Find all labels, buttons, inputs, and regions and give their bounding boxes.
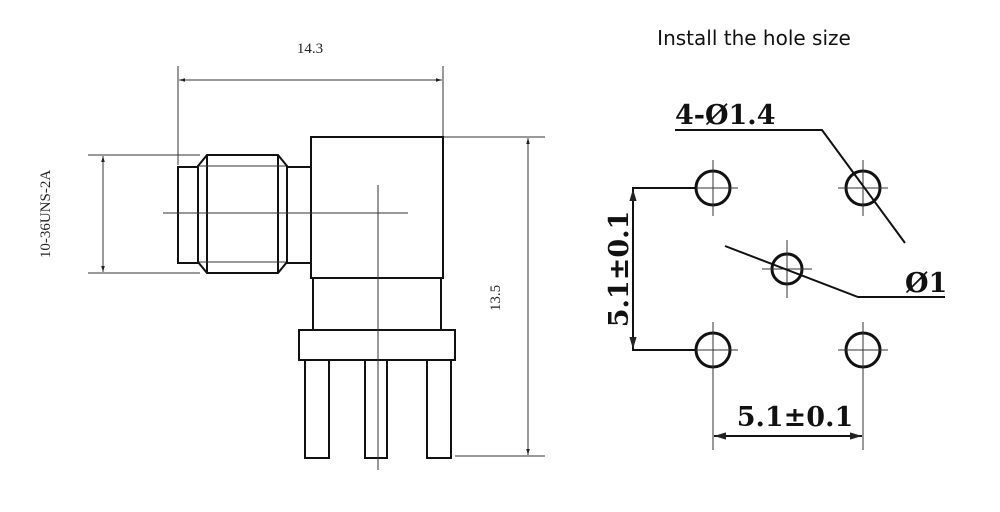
center-hole-label: Ø1 <box>905 268 947 299</box>
pin-hole <box>688 322 738 450</box>
vertical-spacing-label: 5.1±0.1 <box>604 211 635 328</box>
pin-left <box>304 359 330 459</box>
pin-hole-label: 4-Ø1.4 <box>675 100 776 131</box>
pin-right <box>426 359 452 459</box>
connector-side-view: 14.3 10-36UNS-2A 13.5 <box>38 41 545 470</box>
pin-hole <box>838 160 888 216</box>
pin-hole-leader <box>675 129 906 244</box>
horizontal-spacing-label: 5.1±0.1 <box>737 402 854 433</box>
nut-shoulder <box>286 166 312 264</box>
coupling-nut <box>197 154 288 274</box>
connector-neck <box>312 277 442 331</box>
width-dimension-label: 14.3 <box>297 41 323 57</box>
center-hole-leader <box>724 245 945 298</box>
mounting-flange <box>298 329 456 361</box>
hole-layout: 4-Ø1.4 Ø1 5.1±0.1 5.1±0.1 <box>604 100 947 450</box>
pin-center <box>364 359 388 459</box>
connector-body <box>310 136 444 279</box>
hole-layout-title: Install the hole size <box>657 26 851 50</box>
thread-end <box>177 166 199 264</box>
height-dimension-label: 13.5 <box>488 285 504 311</box>
pin-hole <box>838 322 888 450</box>
thread-dimension-label: 10-36UNS-2A <box>38 170 54 258</box>
